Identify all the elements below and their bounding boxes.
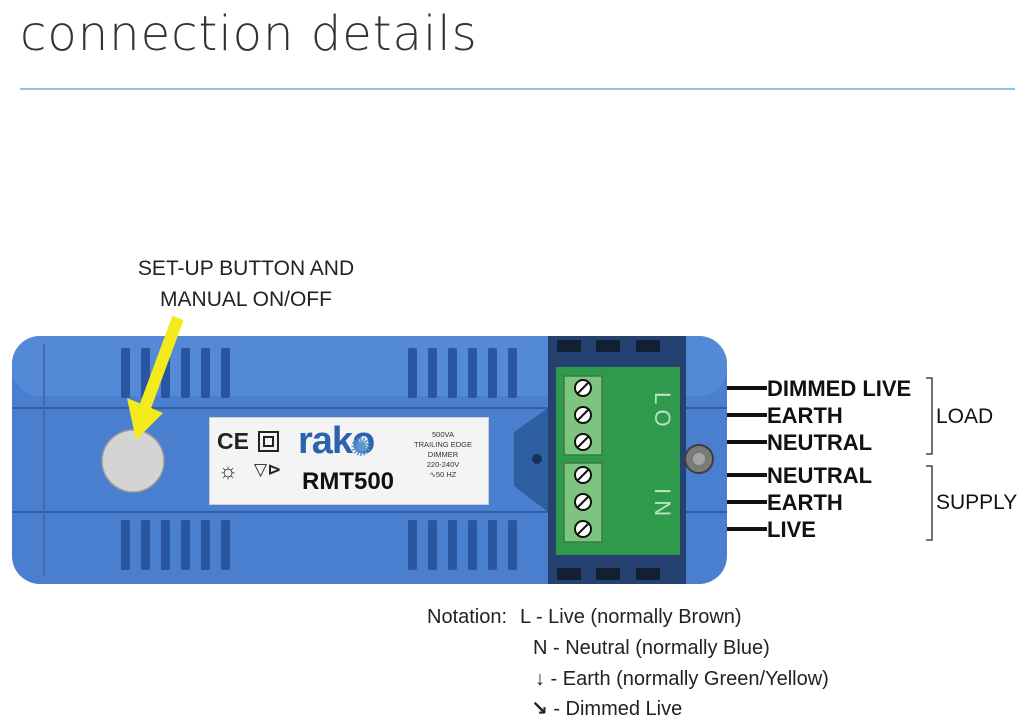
lamp-icon: ☼	[218, 458, 239, 483]
setup-label-line-1: SET-UP BUTTON AND	[137, 257, 355, 280]
load-bracket	[926, 377, 933, 455]
notation-item-earth: ↓ - Earth (normally Green/Yellow)	[535, 664, 829, 694]
setup-label-line-2: MANUAL ON/OFF	[160, 288, 332, 311]
supply-terminal-marking: I N	[650, 488, 675, 516]
dimmed-live-icon: ↘	[531, 698, 548, 720]
bay-clips	[557, 340, 660, 580]
wire-label-supply-live: LIVE	[767, 517, 816, 542]
load-group-label: LOAD	[936, 405, 994, 428]
terminal-side-notch	[514, 408, 548, 512]
spec-line: ∿50 Hz	[429, 470, 457, 479]
mounting-dot	[532, 454, 542, 464]
notation-text: - Earth (normally Green/Yellow)	[545, 668, 829, 690]
notation-item-neutral: N - Neutral (normally Blue)	[533, 633, 770, 663]
wire-label-supply-neutral: NEUTRAL	[767, 463, 873, 488]
page-title: connection details	[20, 6, 478, 62]
ce-mark: CE	[217, 428, 249, 454]
notation-text: - Neutral (normally Blue)	[547, 637, 770, 659]
spec-line: DIMMER	[427, 450, 459, 459]
wire-label-supply-earth: EARTH	[767, 490, 843, 515]
wire-label-dimmed-live: DIMMED LIVE	[767, 376, 912, 401]
wire-label-load-neutral: NEUTRAL	[767, 430, 873, 455]
fuse-icon: ▽⊳	[254, 460, 282, 479]
brand-logo: rako	[298, 420, 375, 462]
model-number: RMT500	[302, 468, 395, 495]
load-terminal-marking: L O	[650, 392, 675, 427]
double-insulation-icon	[258, 431, 279, 452]
notation-item-live: L - Live (normally Brown)	[520, 602, 742, 632]
terminal-screws	[574, 379, 592, 538]
notation-symbol: L	[520, 606, 531, 628]
device-specs: 500VA TRAILING EDGE DIMMER 220-240V ∿50 …	[400, 430, 486, 480]
supply-bracket	[926, 465, 933, 541]
spec-line: 220-240V	[426, 460, 460, 469]
spec-line: 500VA	[432, 430, 454, 439]
notation-item-dimmed-live: ↘ - Dimmed Live	[531, 694, 682, 724]
yellow-arrow-icon	[127, 315, 184, 440]
notation-heading: Notation:	[427, 606, 508, 628]
sun-logo-icon: ✺	[350, 432, 372, 462]
setup-button-label: SET-UP BUTTON AND MANUAL ON/OFF	[118, 253, 374, 315]
notation-text: - Live (normally Brown)	[530, 606, 742, 628]
device-label-plate: CE ☼ ▽⊳ rako ✺ 500VA TRAILING EDGE DIMME…	[209, 417, 489, 505]
spec-line: TRAILING EDGE	[414, 440, 472, 449]
wire-label-load-earth: EARTH	[767, 403, 843, 428]
title-rule	[20, 88, 1015, 90]
notation-text: - Dimmed Live	[547, 698, 683, 720]
setup-button	[101, 429, 165, 493]
supply-group-label: SUPPLY	[936, 491, 1018, 514]
pcb-screw-center	[693, 453, 705, 465]
earth-icon: ↓	[535, 668, 545, 690]
notation-symbol: N	[533, 637, 548, 659]
